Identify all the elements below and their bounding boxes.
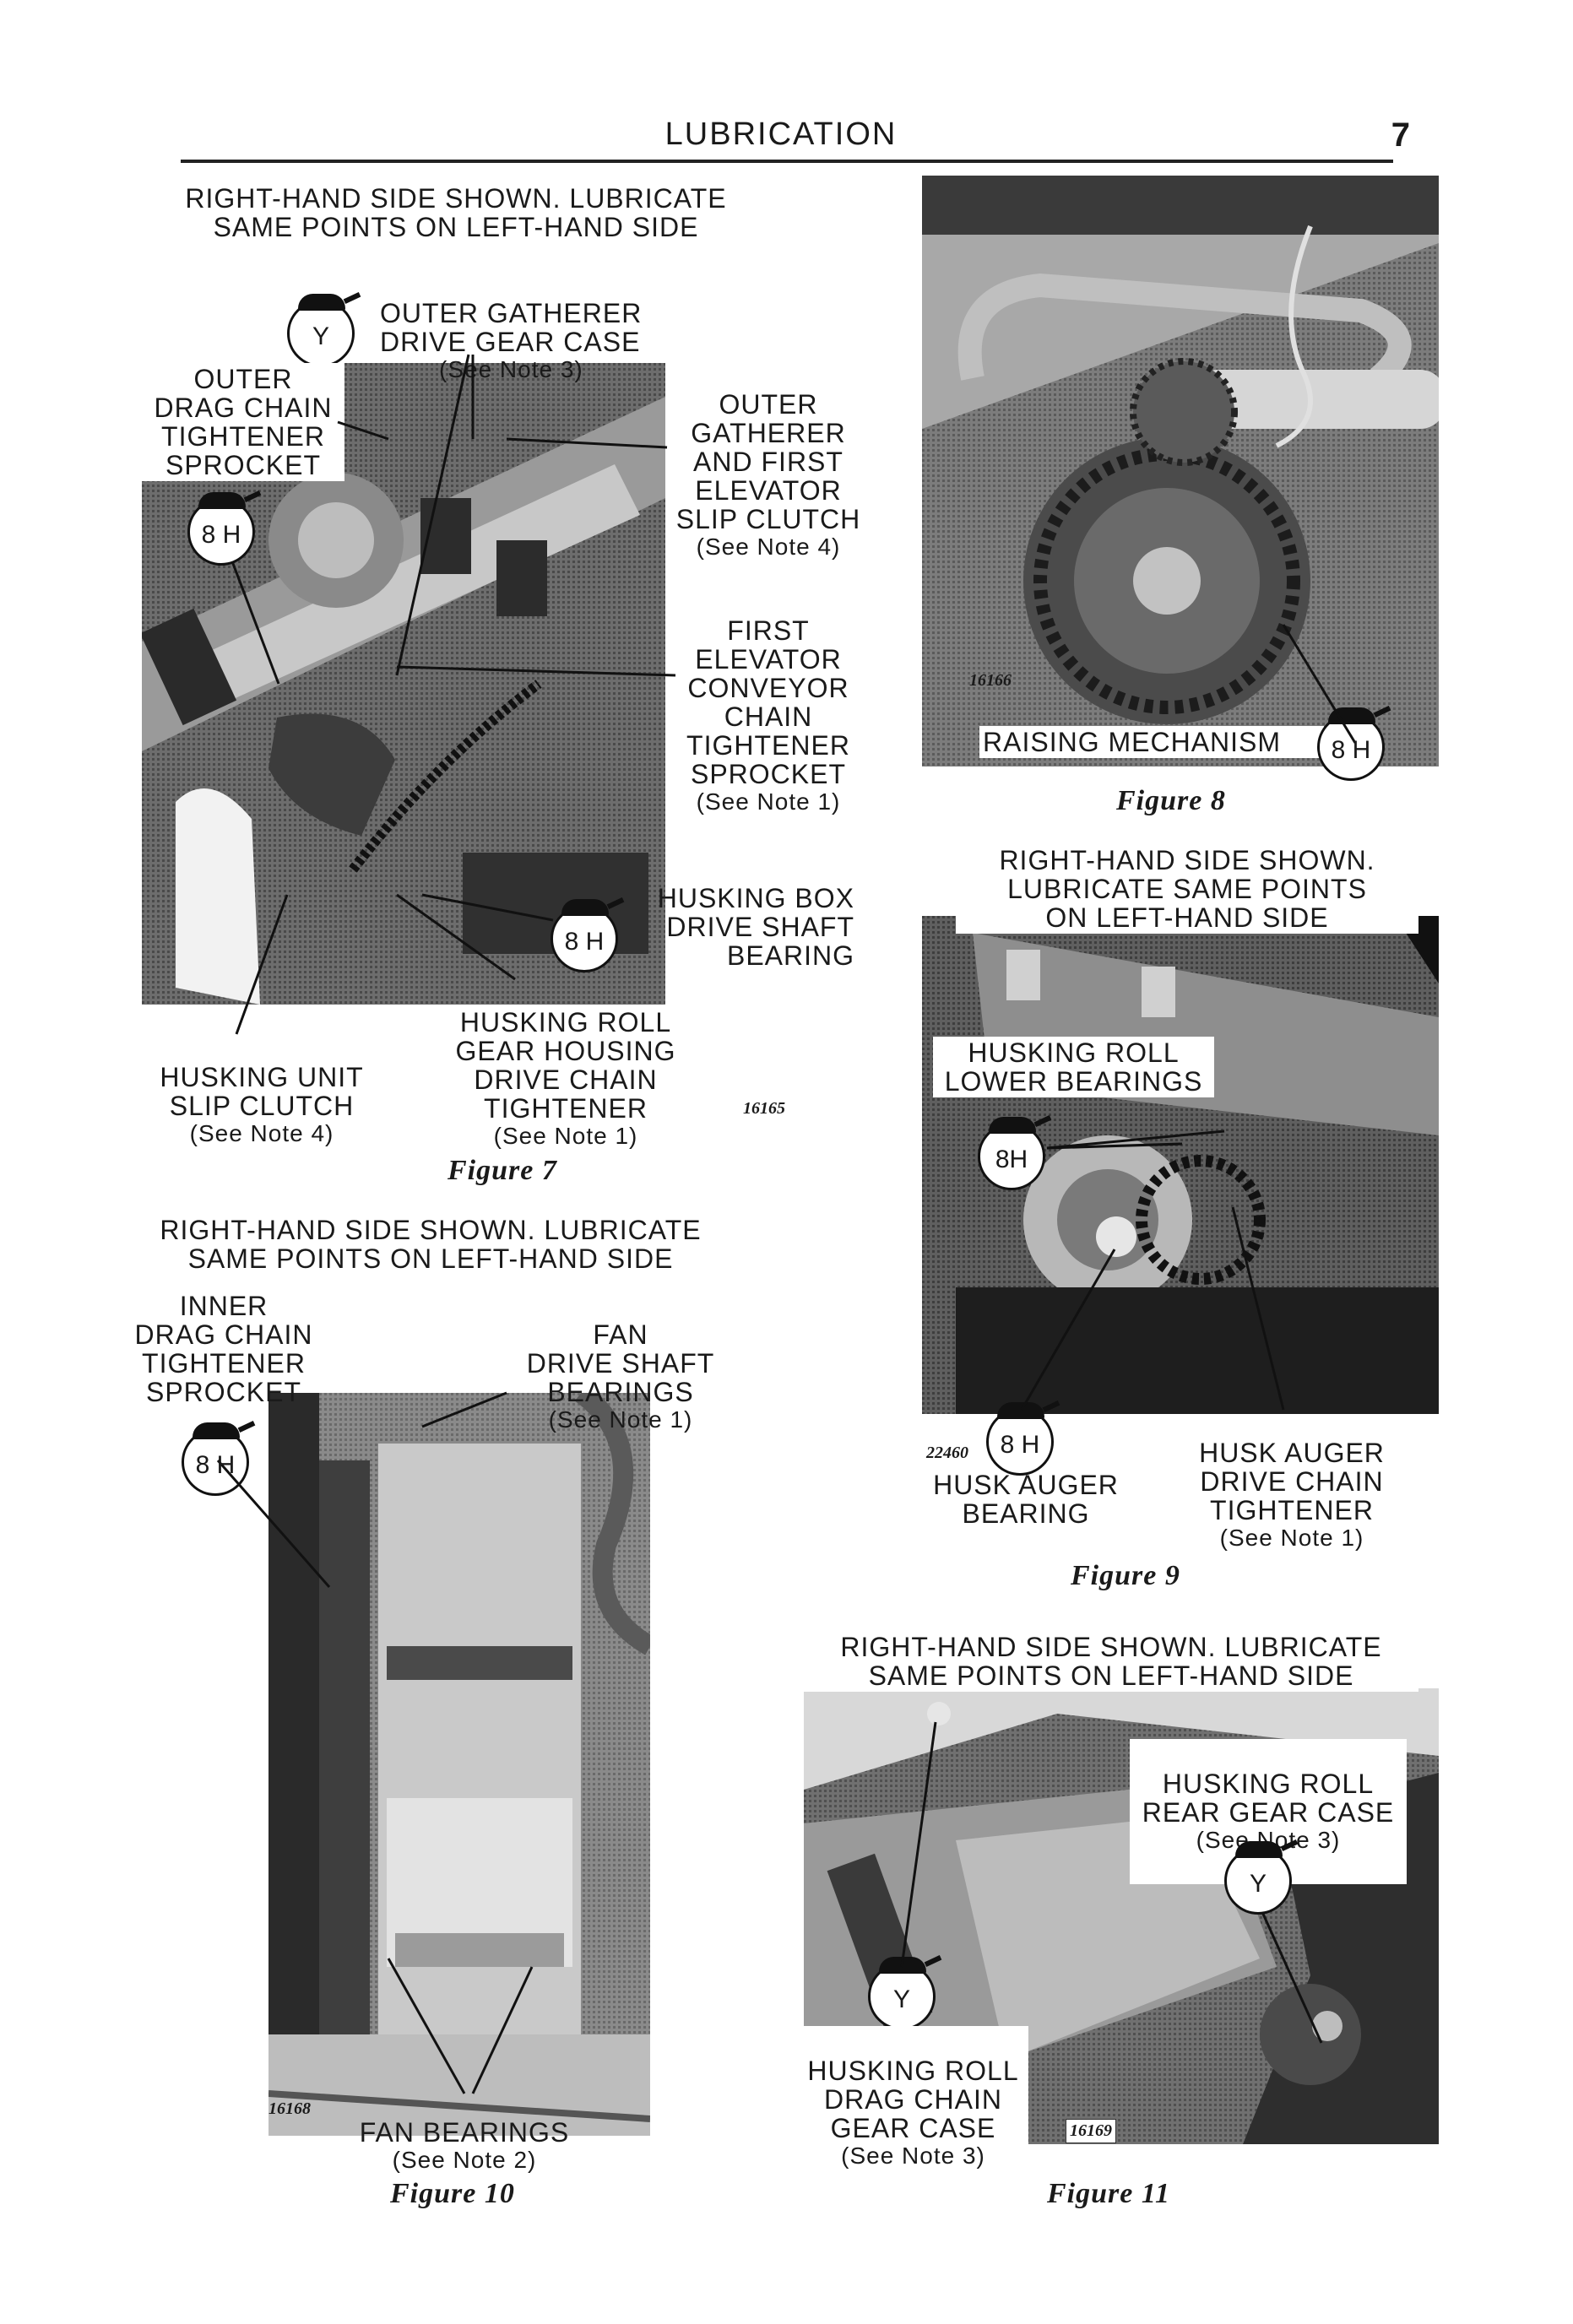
label-text: HUSKING ROLL REAR GEAR CASE bbox=[1142, 1769, 1395, 1828]
figure-8-photo bbox=[922, 176, 1439, 767]
label-text: FIRST ELEVATOR CONVEYOR CHAIN TIGHTENER … bbox=[686, 615, 850, 789]
figure-9-caption: Figure 9 bbox=[1071, 1560, 1180, 1591]
husk-auger-bearing-label: HUSK AUGER BEARING bbox=[933, 1470, 1119, 1529]
husking-roll-rear-gear-case-label: HUSKING ROLL REAR GEAR CASE (See Note 3) bbox=[1130, 1739, 1407, 1884]
note-text: (See Note 2) bbox=[392, 2147, 537, 2173]
figure-8-caption: Figure 8 bbox=[1116, 785, 1226, 816]
figure-9-heading: RIGHT-HAND SIDE SHOWN. LUBRICATE SAME PO… bbox=[956, 844, 1418, 934]
outer-gatherer-first-elevator-slip-clutch-label: OUTER GATHERER AND FIRST ELEVATOR SLIP C… bbox=[667, 361, 870, 589]
figure-8-photo-id: 16166 bbox=[969, 671, 1012, 690]
figure-7-caption: Figure 7 bbox=[447, 1155, 557, 1186]
inner-drag-chain-tightener-sprocket-label: INNER DRAG CHAIN TIGHTENER SPROCKET bbox=[134, 1291, 313, 1407]
husking-roll-gear-housing-drive-chain-tightener-label: HUSKING ROLL GEAR HOUSING DRIVE CHAIN TI… bbox=[439, 979, 692, 1178]
8h-lubricant-oilcan-icon: 8 H bbox=[182, 1422, 249, 1496]
note-text: (See Note 3) bbox=[1196, 1827, 1341, 1853]
husking-unit-slip-clutch-label: HUSKING UNIT SLIP CLUTCH (See Note 4) bbox=[135, 1034, 388, 1176]
fan-drive-shaft-bearings-label: FAN DRIVE SHAFT BEARINGS (See Note 1) bbox=[511, 1292, 730, 1462]
lubricant-code: Y bbox=[1249, 1870, 1267, 1898]
note-text: (See Note 1) bbox=[493, 1123, 638, 1149]
figure-10-photo bbox=[268, 1393, 650, 2136]
label-text: HUSKING ROLL GEAR HOUSING DRIVE CHAIN TI… bbox=[455, 1007, 676, 1124]
figure-7-photo-id: 16165 bbox=[743, 1099, 785, 1118]
note-text: (See Note 3) bbox=[439, 356, 583, 382]
figure-11-heading: RIGHT-HAND SIDE SHOWN. LUBRICATE SAME PO… bbox=[804, 1631, 1418, 1692]
first-elevator-conveyor-chain-tightener-sprocket-label: FIRST ELEVATOR CONVEYOR CHAIN TIGHTENER … bbox=[675, 588, 861, 844]
label-text: OUTER GATHERER DRIVE GEAR CASE bbox=[380, 298, 643, 357]
header-rule bbox=[181, 160, 1393, 163]
note-text: (See Note 3) bbox=[841, 2143, 985, 2169]
figure-10-heading: RIGHT-HAND SIDE SHOWN. LUBRICATE SAME PO… bbox=[160, 1215, 702, 1274]
note-text: (See Note 1) bbox=[548, 1406, 693, 1433]
page-title: LUBRICATION bbox=[664, 116, 898, 152]
figure-9-photo-id: 22460 bbox=[926, 1444, 968, 1462]
8h-lubricant-oilcan-icon: 8 H bbox=[551, 899, 618, 972]
note-text: (See Note 1) bbox=[696, 788, 841, 815]
label-text: HUSK AUGER DRIVE CHAIN TIGHTENER bbox=[1199, 1438, 1385, 1525]
label-text: OUTER GATHERER AND FIRST ELEVATOR SLIP C… bbox=[675, 389, 861, 534]
outer-drag-chain-tightener-sprocket-label: OUTER DRAG CHAIN TIGHTENER SPROCKET bbox=[142, 363, 344, 481]
y-lubricant-oilcan-icon: Y bbox=[868, 1957, 936, 2030]
label-text: FAN BEARINGS bbox=[359, 2117, 570, 2148]
label-text: HUSKING ROLL DRAG CHAIN GEAR CASE bbox=[807, 2056, 1019, 2143]
husking-box-drive-shaft-bearing-label: HUSKING BOX DRIVE SHAFT BEARING bbox=[657, 883, 854, 971]
note-text: (See Note 4) bbox=[696, 534, 841, 560]
lubricant-code: 8H bbox=[995, 1146, 1028, 1173]
label-text: FAN DRIVE SHAFT BEARINGS bbox=[526, 1319, 715, 1407]
y-lubricant-oilcan-icon: Y bbox=[287, 294, 355, 367]
lubricant-code: 8 H bbox=[1331, 736, 1371, 764]
figure-7-heading: RIGHT-HAND SIDE SHOWN. LUBRICATE SAME PO… bbox=[185, 183, 727, 242]
lubricant-code: Y bbox=[892, 1985, 910, 2013]
figure-11-photo-id: 16169 bbox=[1066, 2119, 1116, 2143]
note-text: (See Note 1) bbox=[1219, 1525, 1364, 1551]
lubricant-code: 8 H bbox=[1000, 1431, 1040, 1459]
fan-bearings-label: FAN BEARINGS (See Note 2) bbox=[338, 2089, 591, 2202]
lubricant-code: 8 H bbox=[195, 1451, 236, 1479]
figure-10-photo-id: 16168 bbox=[268, 2099, 311, 2118]
lubricant-code: 8 H bbox=[201, 521, 241, 549]
raising-mechanism-label: RAISING MECHANISM bbox=[979, 726, 1324, 758]
page-number: 7 bbox=[1391, 116, 1410, 154]
figure-11-caption: Figure 11 bbox=[1047, 2178, 1170, 2209]
8h-lubricant-oilcan-icon: 8 H bbox=[1317, 707, 1385, 781]
lubricant-code: 8 H bbox=[564, 928, 605, 956]
husking-roll-drag-chain-gear-case-label: HUSKING ROLL DRAG CHAIN GEAR CASE (See N… bbox=[798, 2026, 1028, 2200]
lubricant-code: Y bbox=[312, 322, 329, 350]
figure-10-caption: Figure 10 bbox=[390, 2178, 515, 2209]
8h-lubricant-oilcan-icon: 8H bbox=[978, 1117, 1045, 1190]
outer-gatherer-drive-gear-case-label: OUTER GATHERER DRIVE GEAR CASE (See Note… bbox=[380, 270, 684, 412]
label-text: HUSKING UNIT SLIP CLUTCH bbox=[160, 1062, 364, 1121]
8h-lubricant-oilcan-icon: 8 H bbox=[986, 1402, 1054, 1476]
8h-lubricant-oilcan-icon: 8 H bbox=[187, 492, 255, 566]
note-text: (See Note 4) bbox=[189, 1120, 334, 1146]
husking-roll-lower-bearings-label: HUSKING ROLL LOWER BEARINGS bbox=[933, 1037, 1214, 1097]
husk-auger-drive-chain-tightener-label: HUSK AUGER DRIVE CHAIN TIGHTENER (See No… bbox=[1182, 1410, 1402, 1580]
y-lubricant-oilcan-icon: Y bbox=[1224, 1841, 1292, 1915]
